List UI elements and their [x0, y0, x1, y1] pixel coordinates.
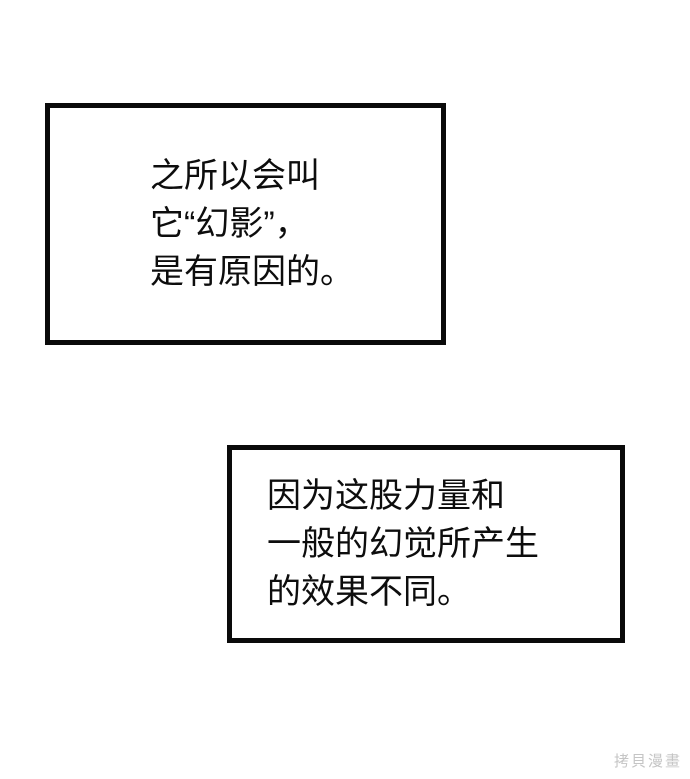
- speech-line: 它“幻影”，: [150, 205, 309, 243]
- speech-line: 的效果不同。: [267, 573, 471, 611]
- speech-line: 一般的幻觉所产生: [267, 525, 539, 563]
- speech-box-top: 之所以会叫 它“幻影”， 是有原因的。: [45, 103, 446, 345]
- watermark-copymanga: 拷貝漫畫: [613, 753, 682, 770]
- speech-text-top: 之所以会叫 它“幻影”， 是有原因的。: [150, 152, 354, 296]
- speech-line: 因为这股力量和: [267, 477, 505, 515]
- speech-text-bottom: 因为这股力量和 一般的幻觉所产生 的效果不同。: [267, 472, 539, 616]
- speech-line: 是有原因的。: [150, 253, 354, 291]
- speech-line: 之所以会叫: [150, 157, 320, 195]
- speech-box-bottom: 因为这股力量和 一般的幻觉所产生 的效果不同。: [227, 445, 625, 643]
